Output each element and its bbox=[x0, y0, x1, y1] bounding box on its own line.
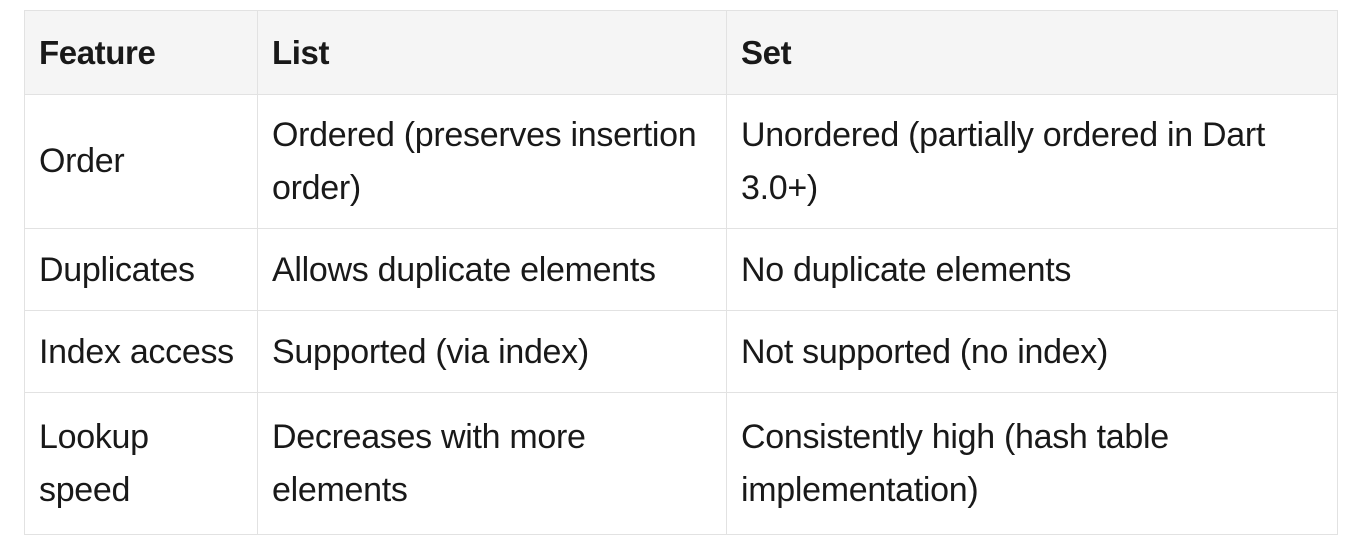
cell-set: No duplicate elements bbox=[726, 228, 1338, 312]
cell-list: Ordered (preserves insertion order) bbox=[257, 93, 727, 230]
cell-feature: Order bbox=[24, 93, 258, 230]
table-row: Order Ordered (preserves insertion order… bbox=[24, 93, 1338, 230]
cell-list: Supported (via index) bbox=[257, 310, 727, 394]
cell-list-text: Ordered (preserves insertion order) bbox=[272, 116, 697, 207]
cell-feature-text: Lookup speed bbox=[39, 418, 149, 509]
cell-feature: Lookup speed bbox=[24, 392, 258, 536]
table-header: Feature List Set bbox=[24, 10, 1338, 95]
comparison-table: Feature List Set Order Ordered (preserve… bbox=[24, 10, 1338, 536]
cell-feature-text: Order bbox=[39, 142, 125, 181]
cell-set-text: Consistently high (hash table implementa… bbox=[741, 418, 1169, 509]
table-row: Duplicates Allows duplicate elements No … bbox=[24, 228, 1338, 312]
cell-list-text: Decreases with more elements bbox=[272, 418, 586, 509]
cell-set-text: Unordered (partially ordered in Dart 3.0… bbox=[741, 116, 1266, 207]
column-header-set-label: Set bbox=[741, 33, 792, 71]
cell-set: Unordered (partially ordered in Dart 3.0… bbox=[726, 93, 1338, 230]
cell-list: Decreases with more elements bbox=[257, 392, 727, 536]
column-header-feature: Feature bbox=[24, 10, 258, 95]
table-body: Order Ordered (preserves insertion order… bbox=[24, 93, 1338, 536]
table-header-row: Feature List Set bbox=[24, 10, 1338, 95]
column-header-feature-label: Feature bbox=[39, 33, 156, 71]
cell-set: Not supported (no index) bbox=[726, 310, 1338, 394]
cell-list-text: Supported (via index) bbox=[272, 332, 589, 371]
cell-list-text: Allows duplicate elements bbox=[272, 250, 656, 289]
cell-feature: Duplicates bbox=[24, 228, 258, 312]
table-row: Lookup speed Decreases with more element… bbox=[24, 392, 1338, 536]
table-row: Index access Supported (via index) Not s… bbox=[24, 310, 1338, 394]
column-header-list: List bbox=[257, 10, 727, 95]
cell-set-text: Not supported (no index) bbox=[741, 332, 1109, 371]
cell-feature: Index access bbox=[24, 310, 258, 394]
cell-feature-text: Index access bbox=[39, 332, 234, 371]
cell-list: Allows duplicate elements bbox=[257, 228, 727, 312]
column-header-set: Set bbox=[726, 10, 1338, 95]
cell-set-text: No duplicate elements bbox=[741, 250, 1072, 289]
column-header-list-label: List bbox=[272, 33, 330, 71]
cell-set: Consistently high (hash table implementa… bbox=[726, 392, 1338, 536]
cell-feature-text: Duplicates bbox=[39, 250, 195, 289]
